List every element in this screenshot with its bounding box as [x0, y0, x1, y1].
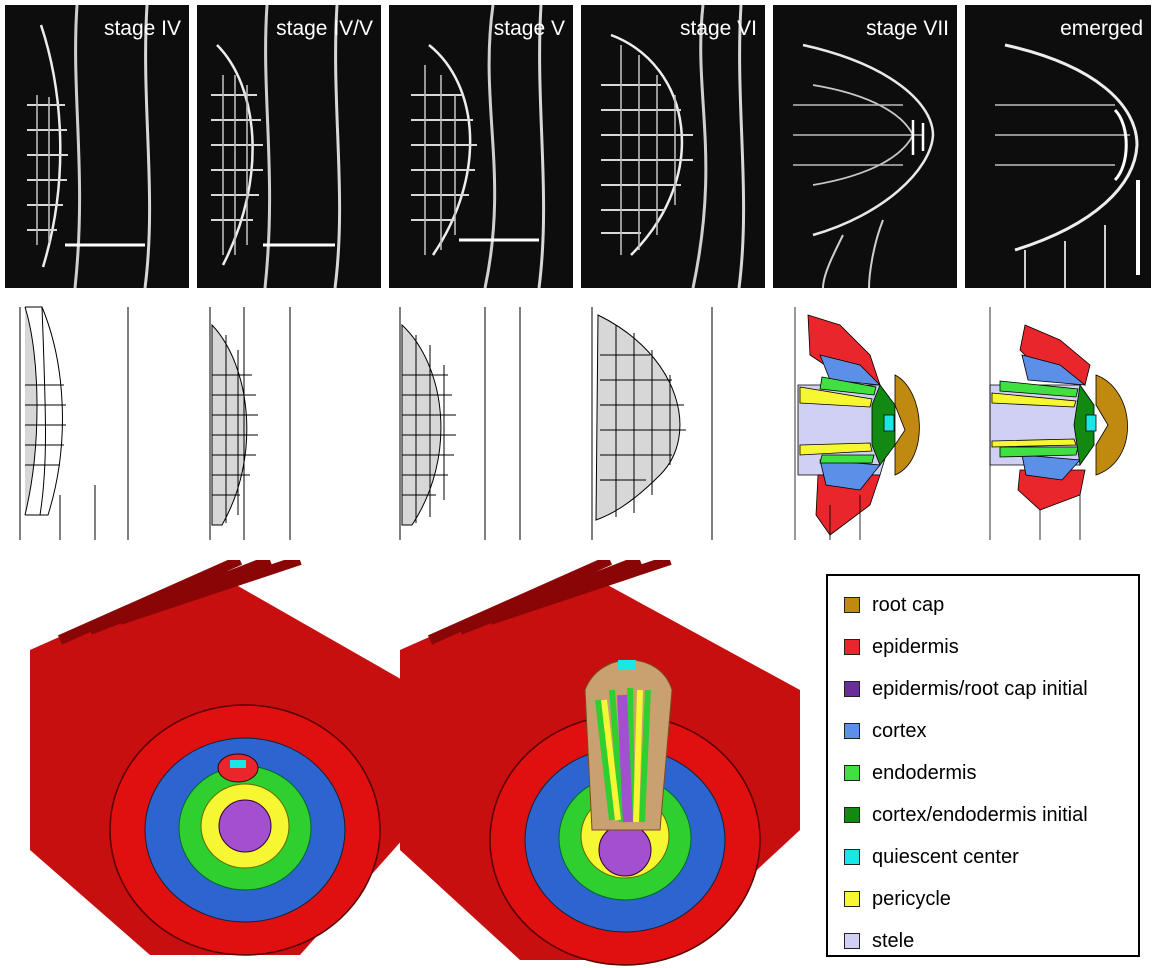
- legend-swatch: [844, 849, 860, 865]
- stage-label: stage V: [494, 17, 565, 41]
- legend-swatch: [844, 723, 860, 739]
- micrograph-stage-v: stage V: [389, 5, 573, 288]
- micrograph-stage-iv-v: stage IV/V: [197, 5, 381, 288]
- legend-label: pericycle: [872, 888, 951, 911]
- legend-swatch: [844, 681, 860, 697]
- legend-label: root cap: [872, 594, 944, 617]
- stage-label: stage IV: [104, 17, 181, 41]
- legend-label: epidermis/root cap initial: [872, 678, 1088, 701]
- micrograph-stage-vii: stage VII: [773, 5, 957, 288]
- micrograph-stage-v-image: [389, 5, 573, 288]
- legend-swatch: [844, 639, 860, 655]
- tracing-emerged: [990, 307, 1128, 540]
- tracing-stage-iv: [20, 307, 128, 540]
- legend-swatch: [844, 765, 860, 781]
- legend-item: root cap: [844, 591, 944, 619]
- legend-label: stele: [872, 930, 914, 953]
- stage-label: emerged: [1060, 17, 1143, 41]
- legend-swatch: [844, 807, 860, 823]
- legend-item: quiescent center: [844, 843, 1019, 871]
- micrograph-emerged-image: [965, 5, 1151, 288]
- stage-label: stage IV/V: [276, 17, 373, 41]
- legend-item: stele: [844, 927, 914, 955]
- 3d-model-stage-early: [30, 560, 420, 955]
- 3d-model-stage-late: [400, 560, 800, 965]
- legend-label: epidermis: [872, 636, 959, 659]
- 3d-root-models: [0, 560, 820, 968]
- micrograph-stage-iv: stage IV: [5, 5, 189, 288]
- legend-item: epidermis/root cap initial: [844, 675, 1088, 703]
- cell-tracing-row: [0, 295, 1156, 540]
- tracing-stage-v: [400, 307, 520, 540]
- tracing-stage-vii: [795, 307, 919, 540]
- micrograph-stage-iv-image: [5, 5, 189, 288]
- legend-item: cortex: [844, 717, 926, 745]
- legend-item: pericycle: [844, 885, 951, 913]
- micrograph-stage-iv-v-image: [197, 5, 381, 288]
- legend: root cap epidermis epidermis/root cap in…: [826, 574, 1140, 957]
- legend-item: endodermis: [844, 759, 977, 787]
- micrograph-stage-vii-image: [773, 5, 957, 288]
- micrograph-stage-vi-image: [581, 5, 765, 288]
- legend-swatch: [844, 597, 860, 613]
- stage-label: stage VII: [866, 17, 949, 41]
- micrograph-stage-vi: stage VI: [581, 5, 765, 288]
- legend-label: cortex: [872, 720, 926, 743]
- legend-label: endodermis: [872, 762, 977, 785]
- stage-label: stage VI: [680, 17, 757, 41]
- legend-label: quiescent center: [872, 846, 1019, 869]
- legend-swatch: [844, 891, 860, 907]
- tracing-stage-iv-v: [210, 307, 290, 540]
- micrograph-emerged: emerged: [965, 5, 1151, 288]
- legend-label: cortex/endodermis initial: [872, 804, 1088, 827]
- scale-bar: [1136, 180, 1140, 275]
- tracing-stage-vi: [592, 307, 712, 540]
- legend-swatch: [844, 933, 860, 949]
- legend-item: epidermis: [844, 633, 959, 661]
- legend-item: cortex/endodermis initial: [844, 801, 1088, 829]
